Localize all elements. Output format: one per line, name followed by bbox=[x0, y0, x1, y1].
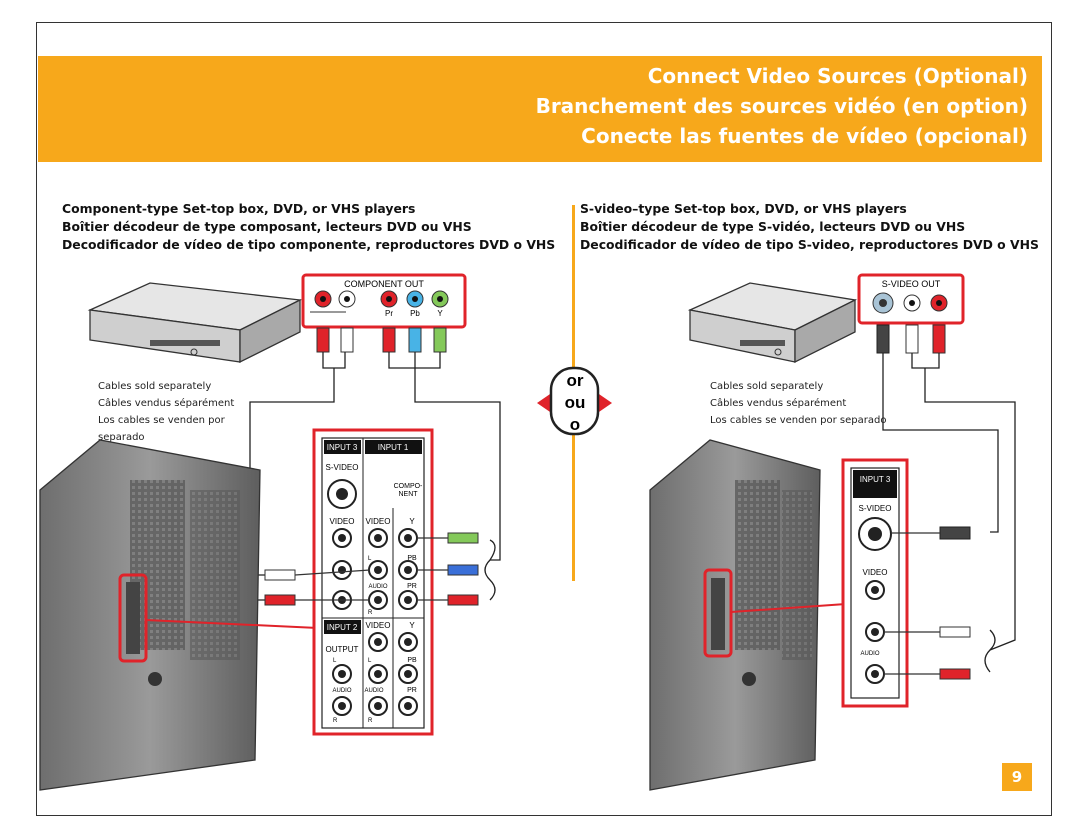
component-out-jacks bbox=[314, 290, 449, 308]
left-pb2-label: PB bbox=[407, 657, 417, 664]
left-video1-label: VIDEO bbox=[366, 517, 391, 526]
right-cables-spanish: Los cables se venden por separado bbox=[710, 415, 887, 426]
left-r3-label: R bbox=[333, 718, 338, 724]
left-l-label: L bbox=[368, 556, 372, 562]
svideo-out-label: S-VIDEO OUT bbox=[882, 279, 941, 289]
right-incoming-plugs bbox=[884, 526, 971, 680]
left-cables-spanish-cont: separado bbox=[98, 432, 145, 443]
right-cables-english: Cables sold separately bbox=[710, 381, 824, 392]
right-top-plugs bbox=[876, 324, 946, 354]
left-video-label: VIDEO bbox=[330, 517, 355, 526]
left-tv-back bbox=[39, 439, 261, 791]
left-input1-label: INPUT 1 bbox=[378, 443, 409, 452]
left-l2-label: L bbox=[368, 658, 372, 664]
left-heading-english: Component-type Set-top box, DVD, or VHS … bbox=[62, 201, 416, 216]
title-spanish: Conecte las fuentes de vídeo (opcional) bbox=[581, 124, 1028, 148]
left-compo-label-2: NENT bbox=[398, 491, 418, 498]
or-spanish: o bbox=[570, 415, 580, 434]
left-cables-english: Cables sold separately bbox=[98, 381, 212, 392]
right-heading: S-video–type Set-top box, DVD, or VHS pl… bbox=[580, 200, 1039, 254]
right-cables-french: Câbles vendus séparément bbox=[710, 398, 847, 409]
right-heading-english: S-video–type Set-top box, DVD, or VHS pl… bbox=[580, 201, 907, 216]
right-tv-back bbox=[649, 439, 821, 791]
page-frame bbox=[36, 22, 1052, 816]
left-heading-spanish: Decodificador de vídeo de tipo component… bbox=[62, 237, 556, 252]
or-french: ou bbox=[565, 393, 586, 412]
left-heading-french: Boîtier décodeur de type composant, lect… bbox=[62, 219, 472, 234]
jack-pb-label: Pb bbox=[410, 309, 420, 318]
left-cables-french: Câbles vendus séparément bbox=[98, 398, 235, 409]
page-number: 9 bbox=[1002, 763, 1032, 791]
right-input-panel bbox=[841, 458, 909, 708]
right-settop-box bbox=[687, 282, 858, 364]
left-settop-box bbox=[87, 282, 303, 364]
jack-y-label: Y bbox=[437, 309, 443, 318]
left-svideo-label: S-VIDEO bbox=[326, 463, 359, 472]
left-y-label: Y bbox=[409, 517, 415, 526]
left-cables-spanish: Los cables se venden por bbox=[98, 415, 225, 426]
left-r-label: R bbox=[368, 610, 373, 616]
left-y2-label: Y bbox=[409, 621, 415, 630]
left-pb-label: PB bbox=[407, 555, 417, 562]
left-video2-label: VIDEO bbox=[366, 621, 391, 630]
right-heading-spanish: Decodificador de vídeo de tipo S-video, … bbox=[580, 237, 1039, 252]
component-out-label: COMPONENT OUT bbox=[344, 279, 424, 289]
title-french: Branchement des sources vidéo (en option… bbox=[535, 94, 1028, 118]
svideo-out-jacks bbox=[872, 292, 948, 314]
right-heading-french: Boîtier décodeur de type S-vidéo, lecteu… bbox=[580, 219, 966, 234]
left-input3-label: INPUT 3 bbox=[327, 443, 358, 452]
left-pr2-label: PR bbox=[407, 687, 417, 694]
left-input2-label: INPUT 2 bbox=[327, 623, 358, 632]
or-english: or bbox=[567, 371, 584, 390]
left-l3-label: L bbox=[333, 658, 337, 664]
or-badge bbox=[537, 366, 612, 436]
left-pr-label: PR bbox=[407, 583, 417, 590]
left-output-label: OUTPUT bbox=[326, 645, 359, 654]
right-svideo-label: S-VIDEO bbox=[859, 504, 892, 513]
left-audio-label: AUDIO bbox=[368, 584, 387, 590]
right-video-label: VIDEO bbox=[863, 568, 888, 577]
title-banner: Connect Video Sources (Optional) Branche… bbox=[38, 56, 1042, 162]
jack-pr-label: Pr bbox=[385, 309, 393, 318]
right-audio-label: AUDIO bbox=[860, 651, 879, 657]
left-heading: Component-type Set-top box, DVD, or VHS … bbox=[62, 200, 555, 254]
left-audio2-label: AUDIO bbox=[364, 688, 383, 694]
right-cables-note: Cables sold separately Câbles vendus sép… bbox=[710, 378, 886, 429]
right-input3-label: INPUT 3 bbox=[860, 475, 891, 484]
left-incoming-plugs bbox=[264, 532, 479, 606]
left-audio3-label: AUDIO bbox=[332, 688, 351, 694]
title-english: Connect Video Sources (Optional) bbox=[647, 64, 1028, 88]
left-compo-label-1: COMPO- bbox=[394, 483, 423, 490]
left-r2-label: R bbox=[368, 718, 373, 724]
right-cables bbox=[882, 353, 1016, 673]
left-top-plugs bbox=[316, 327, 447, 353]
left-cables-note: Cables sold separately Câbles vendus sép… bbox=[98, 378, 234, 446]
